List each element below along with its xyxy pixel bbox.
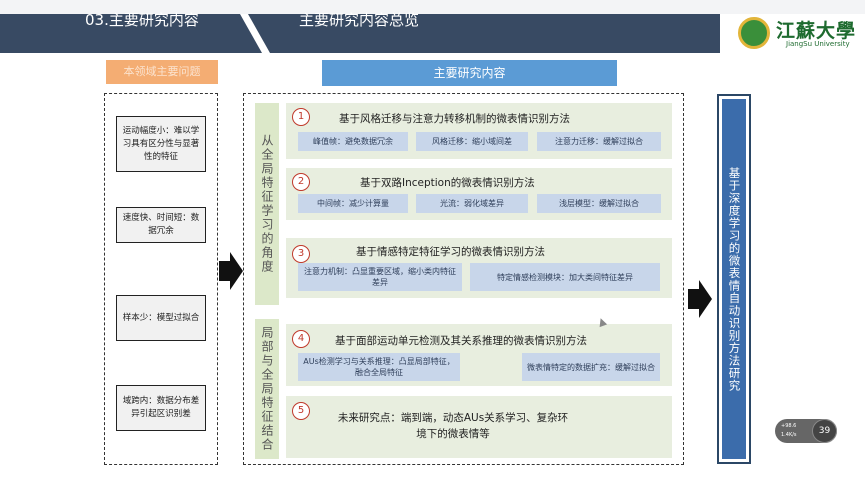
module-number: 2 (292, 173, 310, 191)
window-topbar (0, 0, 865, 14)
module-panel-5 (286, 396, 672, 458)
module-sub-item: 注意力迁移：缓解过拟合 (537, 132, 661, 151)
main-content-title: 主要研究内容 (322, 60, 617, 86)
module-title: 未来研究点：端到端，动态AUs关系学习、复杂环境下的微表情等 (337, 412, 569, 440)
pager-info-line1: +98.6 (781, 423, 797, 429)
pager-info-line2: 1.4K/s (781, 432, 797, 438)
module-number: 5 (292, 402, 310, 420)
pager-info: +98.6 1.4K/s (781, 422, 797, 440)
section-title: 03.主要研究内容 (85, 11, 199, 29)
module-title: 基于情感特定特征学习的微表情识别方法 (356, 246, 545, 258)
page-indicator[interactable]: +98.6 1.4K/s 39 (775, 419, 837, 443)
module-sub-item: 微表情特定的数据扩充：缓解过拟合 (522, 353, 660, 381)
module-sub-item: 注意力机制：凸显重要区域，缩小类内特征差异 (298, 263, 462, 291)
group-label-global: 从全局特征学习的角度 (255, 103, 279, 305)
module-sub-item: 浅层模型：缓解过拟合 (537, 194, 661, 213)
module-title: 基于风格迁移与注意力转移机制的微表情识别方法 (339, 113, 570, 125)
challenge-item: 样本少：模型过拟合 (116, 295, 206, 341)
section-banner (0, 14, 262, 53)
logo-name-zh: 江蘇大學 (776, 20, 857, 42)
slide-header (0, 14, 865, 53)
university-emblem-icon (738, 17, 770, 49)
arrow-right-icon (219, 252, 243, 290)
slide-title: 主要研究内容总览 (299, 11, 420, 29)
university-logo: 江蘇大學 JiangSu University (738, 15, 858, 53)
conclusion-box: 基于深度学习的微表情自动识别方法研究 (717, 94, 751, 464)
module-title: 基于面部运动单元检测及其关系推理的微表情识别方法 (335, 335, 587, 347)
module-number: 1 (292, 108, 310, 126)
logo-name-en: JiangSu University (786, 40, 850, 48)
challenge-item: 运动幅度小：难以学习具有区分性与显著性的特征 (116, 116, 206, 172)
module-sub-item: 峰值帧：避免数据冗余 (298, 132, 408, 151)
module-sub-item: 光流：弱化域差异 (416, 194, 528, 213)
page-number[interactable]: 39 (812, 419, 837, 443)
module-sub-item: 中间帧：减少计算量 (298, 194, 408, 213)
module-sub-item: AUs检测学习与关系推理：凸显局部特征，融合全局特征 (298, 353, 460, 381)
main-content-container (243, 93, 684, 465)
title-banner (248, 14, 720, 53)
group-label-local-global: 局部与全局特征结合 (255, 319, 279, 459)
arrow-right-icon (688, 280, 712, 318)
challenge-item: 速度快、时间短：数据冗余 (116, 207, 206, 243)
module-sub-item: 风格迁移：缩小域间差 (416, 132, 528, 151)
conclusion-text: 基于深度学习的微表情自动识别方法研究 (722, 99, 746, 459)
challenge-item: 域跨内：数据分布差异引起区识别差 (116, 385, 206, 431)
module-sub-item: 特定情感检测模块：加大类间特征差异 (470, 263, 660, 291)
module-number: 4 (292, 330, 310, 348)
challenges-title: 本领域主要问题 (106, 60, 218, 84)
challenges-container (104, 93, 218, 465)
module-title: 基于双路Inception的微表情识别方法 (360, 177, 535, 189)
module-number: 3 (292, 245, 310, 263)
